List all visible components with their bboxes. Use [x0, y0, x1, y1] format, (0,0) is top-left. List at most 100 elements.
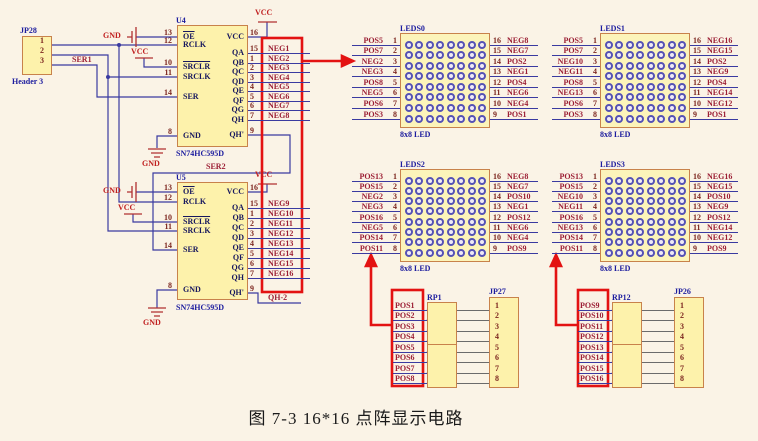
annotation-arrows	[302, 53, 578, 327]
pin-number: 1	[250, 54, 254, 63]
pin-number: 13	[164, 28, 172, 37]
junction-dots	[106, 43, 121, 79]
wire	[642, 320, 674, 322]
led-dot	[657, 114, 666, 123]
led-dot	[605, 227, 613, 236]
pin-number: 13	[164, 183, 172, 192]
led-dot	[467, 217, 476, 226]
wire	[352, 231, 400, 233]
wire	[352, 76, 400, 78]
wire	[642, 341, 674, 343]
led-dot	[615, 114, 624, 123]
led-dot	[625, 248, 634, 257]
annotation-boxes	[260, 36, 610, 388]
net-label: NEG4	[268, 73, 290, 82]
led-dot	[657, 103, 666, 112]
wire	[552, 86, 600, 88]
led-pin-label: POS6	[363, 98, 383, 108]
led-dot	[457, 82, 466, 91]
pos-net-label: POS8	[395, 374, 415, 384]
led-dot	[605, 176, 613, 185]
led-dot	[646, 103, 655, 112]
led-pin-number: 10	[693, 98, 701, 108]
led-dot	[615, 82, 624, 91]
led-dot	[615, 186, 624, 195]
led-dot	[646, 207, 655, 216]
led-dot	[467, 61, 476, 70]
led-dot	[478, 61, 487, 70]
wire	[690, 231, 738, 233]
wire	[248, 53, 310, 54]
led-pin-label: NEG6	[507, 222, 529, 232]
led-dot	[636, 82, 645, 91]
vcc-label: VCC	[118, 203, 136, 212]
pin-number: 8	[168, 281, 172, 290]
led-dot	[405, 51, 413, 60]
led-dot	[425, 103, 434, 112]
led-dot	[405, 40, 413, 49]
rp1-ref: RP1	[427, 293, 442, 302]
pin-number: 3	[250, 73, 254, 82]
led-dot	[425, 51, 434, 60]
led-dot	[678, 248, 687, 257]
led-pin-label: NEG3	[361, 202, 383, 212]
led-dot	[657, 61, 666, 70]
led-pin-label: NEG4	[507, 233, 529, 243]
led-dot	[646, 186, 655, 195]
led-dot	[405, 176, 413, 185]
header-pin-number: 2	[495, 311, 499, 321]
pos-net-label: POS2	[395, 311, 415, 321]
led-pin-label: POS13	[559, 171, 583, 181]
u4-chip	[177, 25, 248, 147]
led-dot	[615, 61, 624, 70]
led-pin-number: 16	[493, 35, 501, 45]
led-pin-label: POS14	[559, 233, 583, 243]
blue-wires	[52, 22, 301, 308]
led-dot	[678, 238, 687, 247]
net-label: NEG7	[268, 101, 290, 110]
header-pin-number: 8	[495, 374, 499, 384]
led-dot	[478, 227, 487, 236]
led-pin-number: 6	[593, 88, 597, 98]
wire	[457, 351, 489, 353]
led-dot	[436, 248, 445, 257]
rp12-ref: RP12	[612, 293, 631, 302]
led-dot	[615, 197, 624, 206]
pin-name: QE	[232, 86, 244, 95]
led-dot	[646, 82, 655, 91]
vcc-label: VCC	[255, 170, 273, 179]
led-pin-label: NEG11	[558, 202, 583, 212]
led-pin-number: 10	[493, 233, 501, 243]
led-dot	[605, 207, 613, 216]
led-pin-number: 11	[493, 88, 501, 98]
header-pin-number: 7	[495, 363, 499, 373]
pin-number: 3	[250, 229, 254, 238]
wire	[393, 372, 427, 374]
jp26-connector	[674, 297, 704, 388]
led-dot	[678, 72, 687, 81]
led-pin-number: 5	[593, 212, 597, 222]
jp28-pin: 3	[40, 56, 44, 65]
led-dot	[415, 72, 424, 81]
led-dot	[625, 238, 634, 247]
wire	[690, 252, 738, 254]
pin-name: QD	[232, 77, 244, 86]
figure-caption: 图 7-3 16*16 点阵显示电路	[248, 409, 464, 428]
led-dot	[405, 217, 413, 226]
led-pin-label: NEG5	[361, 222, 383, 232]
led-dot	[657, 93, 666, 102]
led-pin-label: POS2	[707, 56, 727, 66]
led-dot	[425, 114, 434, 123]
led-pin-label: NEG12	[707, 98, 733, 108]
led-dot	[625, 61, 634, 70]
wire	[578, 372, 612, 374]
led-pin-number: 13	[693, 202, 701, 212]
led-pin-number: 12	[693, 77, 701, 87]
led-pin-label: NEG10	[557, 56, 583, 66]
wire	[690, 76, 738, 78]
wire	[690, 190, 738, 192]
led-dot	[615, 103, 624, 112]
led-dot	[478, 51, 487, 60]
led-dot	[657, 40, 666, 49]
wire	[352, 211, 400, 213]
